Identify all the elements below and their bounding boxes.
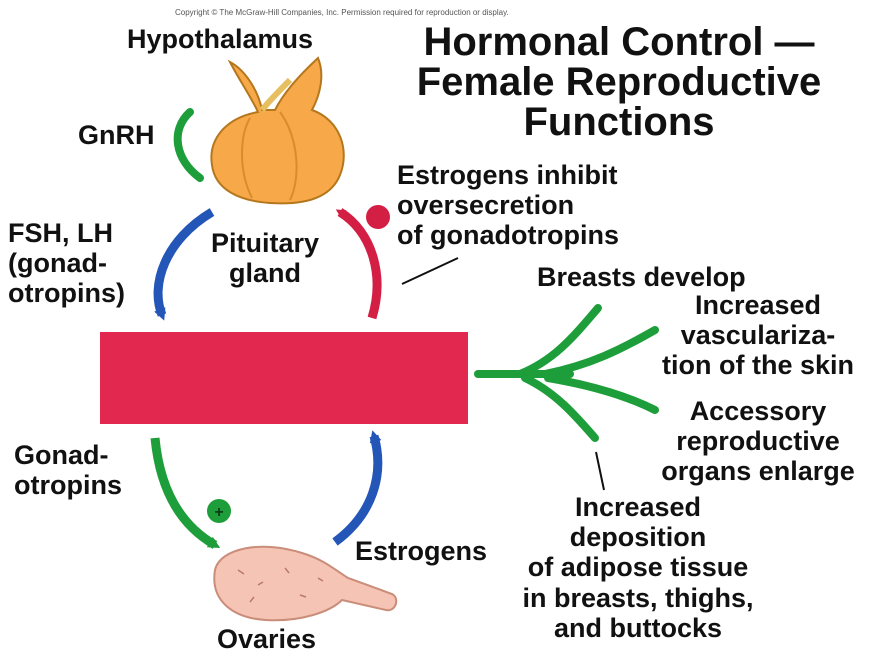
estrogens-inhibit-label: Estrogens inhibit oversecretion of gonad…	[397, 160, 619, 251]
accessory-organs-label: Accessory reproductive organs enlarge	[648, 396, 868, 487]
gonadotropins-arrow	[155, 438, 215, 545]
gonadotropins-label: Gonad- otropins	[14, 440, 122, 500]
label-line: Estrogens inhibit	[397, 160, 619, 190]
label-line: otropins	[14, 470, 122, 500]
target-bar	[100, 332, 468, 424]
label-line: and buttocks	[508, 613, 768, 643]
label-line: in breasts, thighs,	[508, 583, 768, 613]
breasts-develop-label: Breasts develop	[537, 262, 746, 292]
label-line: tion of the skin	[648, 350, 868, 380]
label-line: otropins)	[8, 278, 125, 308]
label-line: reproductive	[648, 426, 868, 456]
hypothalamus-label: Hypothalamus	[127, 24, 313, 54]
gnrh-label: GnRH	[78, 120, 155, 150]
inhibit-pointer-line	[402, 258, 458, 284]
pituitary-label: Pituitary gland	[200, 228, 330, 288]
adipose-pointer-line	[596, 452, 604, 490]
title-line: Hormonal Control —	[374, 22, 864, 62]
label-line: Increased	[508, 492, 768, 522]
svg-text:+: +	[214, 504, 223, 521]
vascularization-label: Increased vasculariza- tion of the skin	[648, 290, 868, 381]
adipose-deposition-label: Increased deposition of adipose tissue i…	[508, 492, 768, 643]
label-line: vasculariza-	[648, 320, 868, 350]
label-line: (gonad-	[8, 248, 125, 278]
label-line: Pituitary	[200, 228, 330, 258]
inhibit-minus-icon	[366, 205, 390, 229]
estrogen-inhibit-arrow	[340, 212, 377, 318]
label-line: organs enlarge	[648, 456, 868, 486]
label-line: FSH, LH	[8, 218, 125, 248]
label-line: Accessory	[648, 396, 868, 426]
label-line: deposition	[508, 522, 768, 552]
title-line: Functions	[374, 102, 864, 142]
estrogens-label: Estrogens	[355, 536, 487, 566]
fsh-lh-label: FSH, LH (gonad- otropins)	[8, 218, 125, 309]
copyright-notice: Copyright © The McGraw-Hill Companies, I…	[175, 8, 509, 17]
title-line: Female Reproductive	[374, 62, 864, 102]
label-line: Gonad-	[14, 440, 122, 470]
label-line: of gonadotropins	[397, 220, 619, 250]
effects-branches	[478, 308, 655, 438]
label-line: oversecretion	[397, 190, 619, 220]
estrogens-arrow	[335, 436, 378, 542]
ovaries-label: Ovaries	[217, 624, 316, 654]
label-line: gland	[200, 258, 330, 288]
gnrh-arrow	[178, 112, 200, 178]
pituitary-gland-illustration	[211, 58, 343, 203]
label-line: Increased	[648, 290, 868, 320]
label-line: of adipose tissue	[508, 552, 768, 582]
diagram-title: Hormonal Control — Female Reproductive F…	[374, 22, 864, 142]
